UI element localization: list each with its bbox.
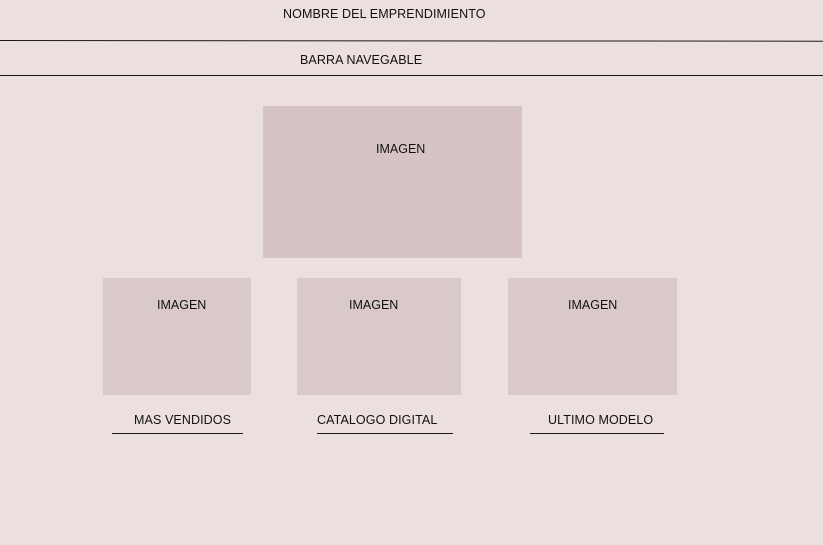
link-underline-catalogo-digital: [317, 433, 453, 434]
header-divider-top: [0, 40, 823, 42]
card-image-label: IMAGEN: [157, 298, 207, 312]
link-ultimo-modelo[interactable]: ULTIMO MODELO: [548, 413, 654, 427]
link-underline-ultimo-modelo: [530, 433, 664, 434]
link-underline-mas-vendidos: [112, 433, 243, 434]
header-divider-bottom: [0, 75, 823, 76]
card-image-catalogo-digital: IMAGEN: [297, 278, 461, 395]
card-image-mas-vendidos: IMAGEN: [103, 278, 251, 395]
card-image-ultimo-modelo: IMAGEN: [508, 278, 677, 395]
hero-image-label: IMAGEN: [376, 142, 426, 156]
card-image-label: IMAGEN: [349, 298, 399, 312]
link-mas-vendidos[interactable]: MAS VENDIDOS: [134, 413, 232, 427]
card-image-label: IMAGEN: [568, 298, 618, 312]
link-catalogo-digital[interactable]: CATALOGO DIGITAL: [317, 413, 438, 427]
brand-name: NOMBRE DEL EMPRENDIMIENTO: [283, 7, 486, 21]
hero-image: IMAGEN: [263, 106, 522, 258]
nav-bar[interactable]: BARRA NAVEGABLE: [300, 53, 423, 67]
